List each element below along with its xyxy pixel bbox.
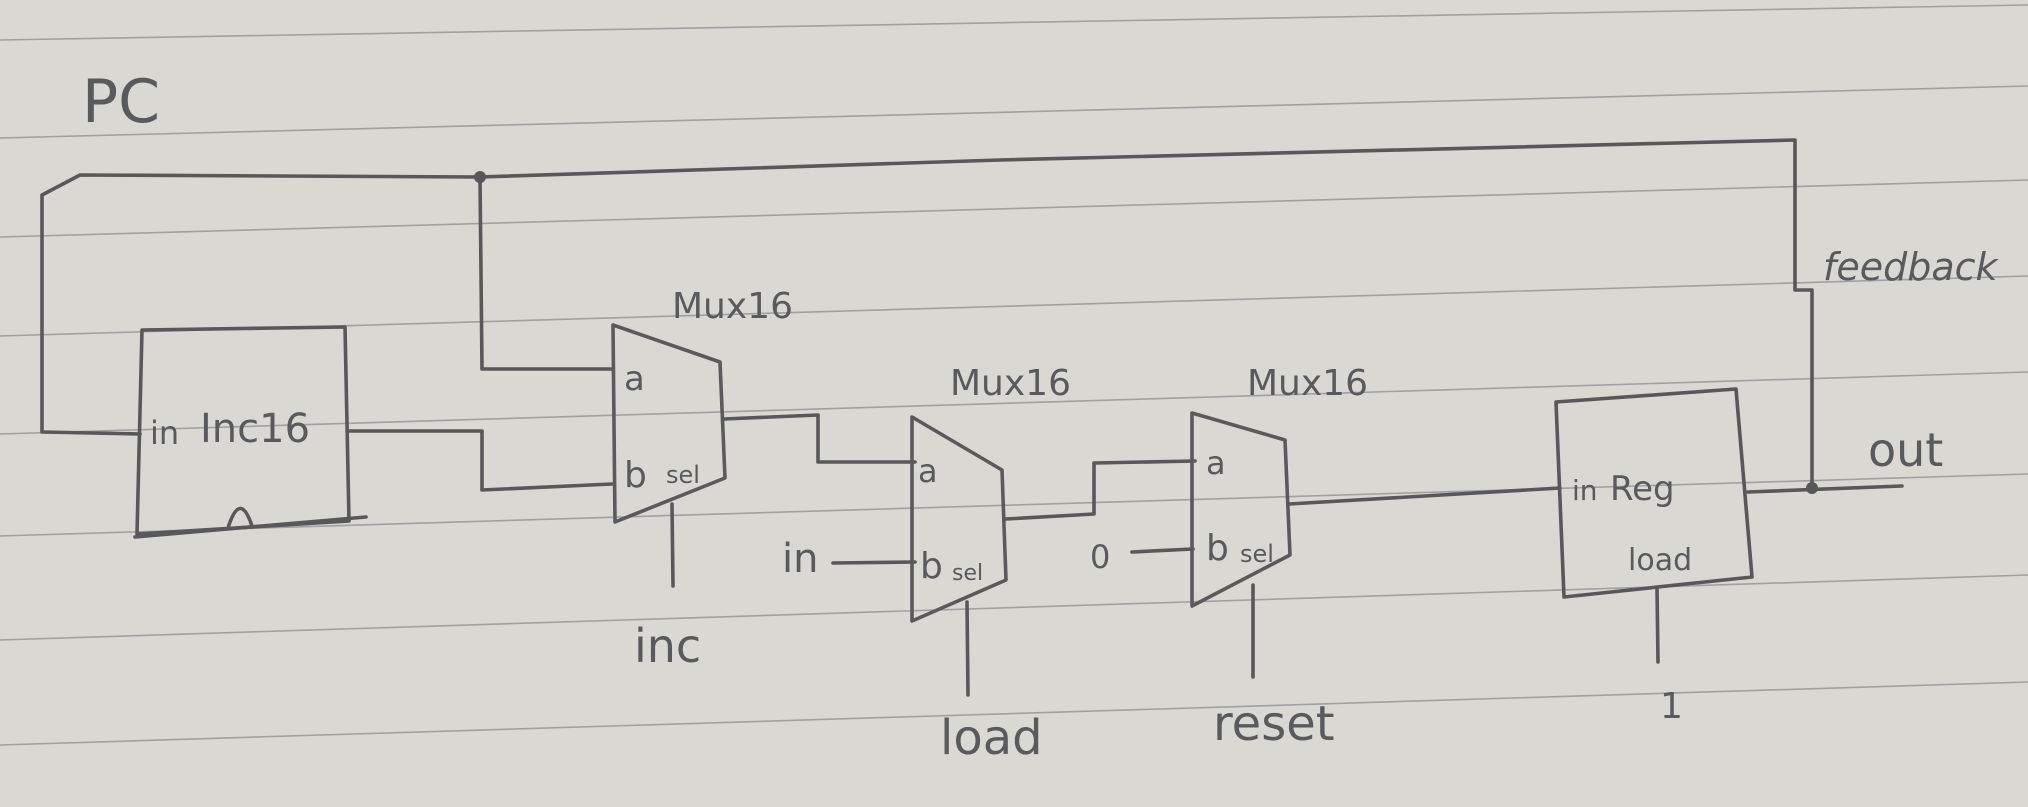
mux-reset-b-constant: 0 [1090,538,1110,576]
feedback-wire [40,138,1814,489]
in-signal-wire [831,560,917,565]
mux-reset-name-label: Mux16 [1247,363,1368,404]
inc16-bottom-edge-tick [133,515,368,539]
mux-inc: Mux16 a b sel [611,286,793,524]
mux-reset: Mux16 a b sel [1190,363,1368,608]
mux-reset-sel-signal: reset [1213,696,1335,752]
feedback-junction-dot [474,171,486,183]
mux-load-name-label: Mux16 [950,363,1071,404]
mux-reset-sel-label: sel [1240,540,1274,568]
mux-inc-a-label: a [624,359,645,399]
mux-reset-body [1190,411,1292,608]
register-load-value: 1 [1660,686,1683,727]
mux-inc-body [611,323,727,524]
register-load-wire [1655,586,1660,664]
mux-load-sel-label: sel [952,561,983,586]
register-load-label: load [1628,543,1692,578]
inc16-body [135,325,351,536]
inc16-clock-arch-icon [226,506,254,530]
output-label: out [1868,423,1943,477]
zero-constant-wire [1130,547,1195,554]
mux-inc-b-label: b [624,455,647,496]
inc16-to-mux-inc-b-wire [345,429,614,492]
mux-load-a-label: a [918,452,938,490]
mux-load-in-signal: in [782,536,818,582]
mux-inc-to-mux-load-a-wire [722,413,917,464]
inc16-in-label: in [150,414,179,452]
inc16-block: in Inc16 [133,325,368,539]
mux-load-to-mux-reset-a-wire [1004,459,1197,521]
mux-reset-a-label: a [1206,444,1226,482]
mux-load-body [910,415,1008,623]
mux-load-sel-wire [965,600,970,697]
mux-inc-name-label: Mux16 [672,286,793,327]
mux-inc-sel-wire [670,502,675,588]
mux-reset-to-reg-in-wire [1287,486,1562,506]
mux-inc-sel-label: sel [666,461,700,489]
mux-inc-sel-signal: inc [634,619,701,673]
diagram-title: PC [82,67,160,137]
mux-load-b-label: b [920,546,943,587]
feedback-to-mux-a-wire [478,175,614,371]
register-body [1554,387,1754,599]
register-name-label: Reg [1610,469,1675,509]
register-in-label: in [1572,474,1598,507]
output-junction-dot [1806,482,1818,494]
feedback-label: feedback [1823,245,2000,289]
register-block: in Reg load [1554,387,1754,599]
inc16-name-label: Inc16 [200,406,310,452]
mux-reset-b-label: b [1206,528,1229,569]
mux-load-sel-signal: load [940,710,1043,766]
register-out-wire [1746,484,1904,494]
mux-load: Mux16 a b sel [910,363,1071,623]
